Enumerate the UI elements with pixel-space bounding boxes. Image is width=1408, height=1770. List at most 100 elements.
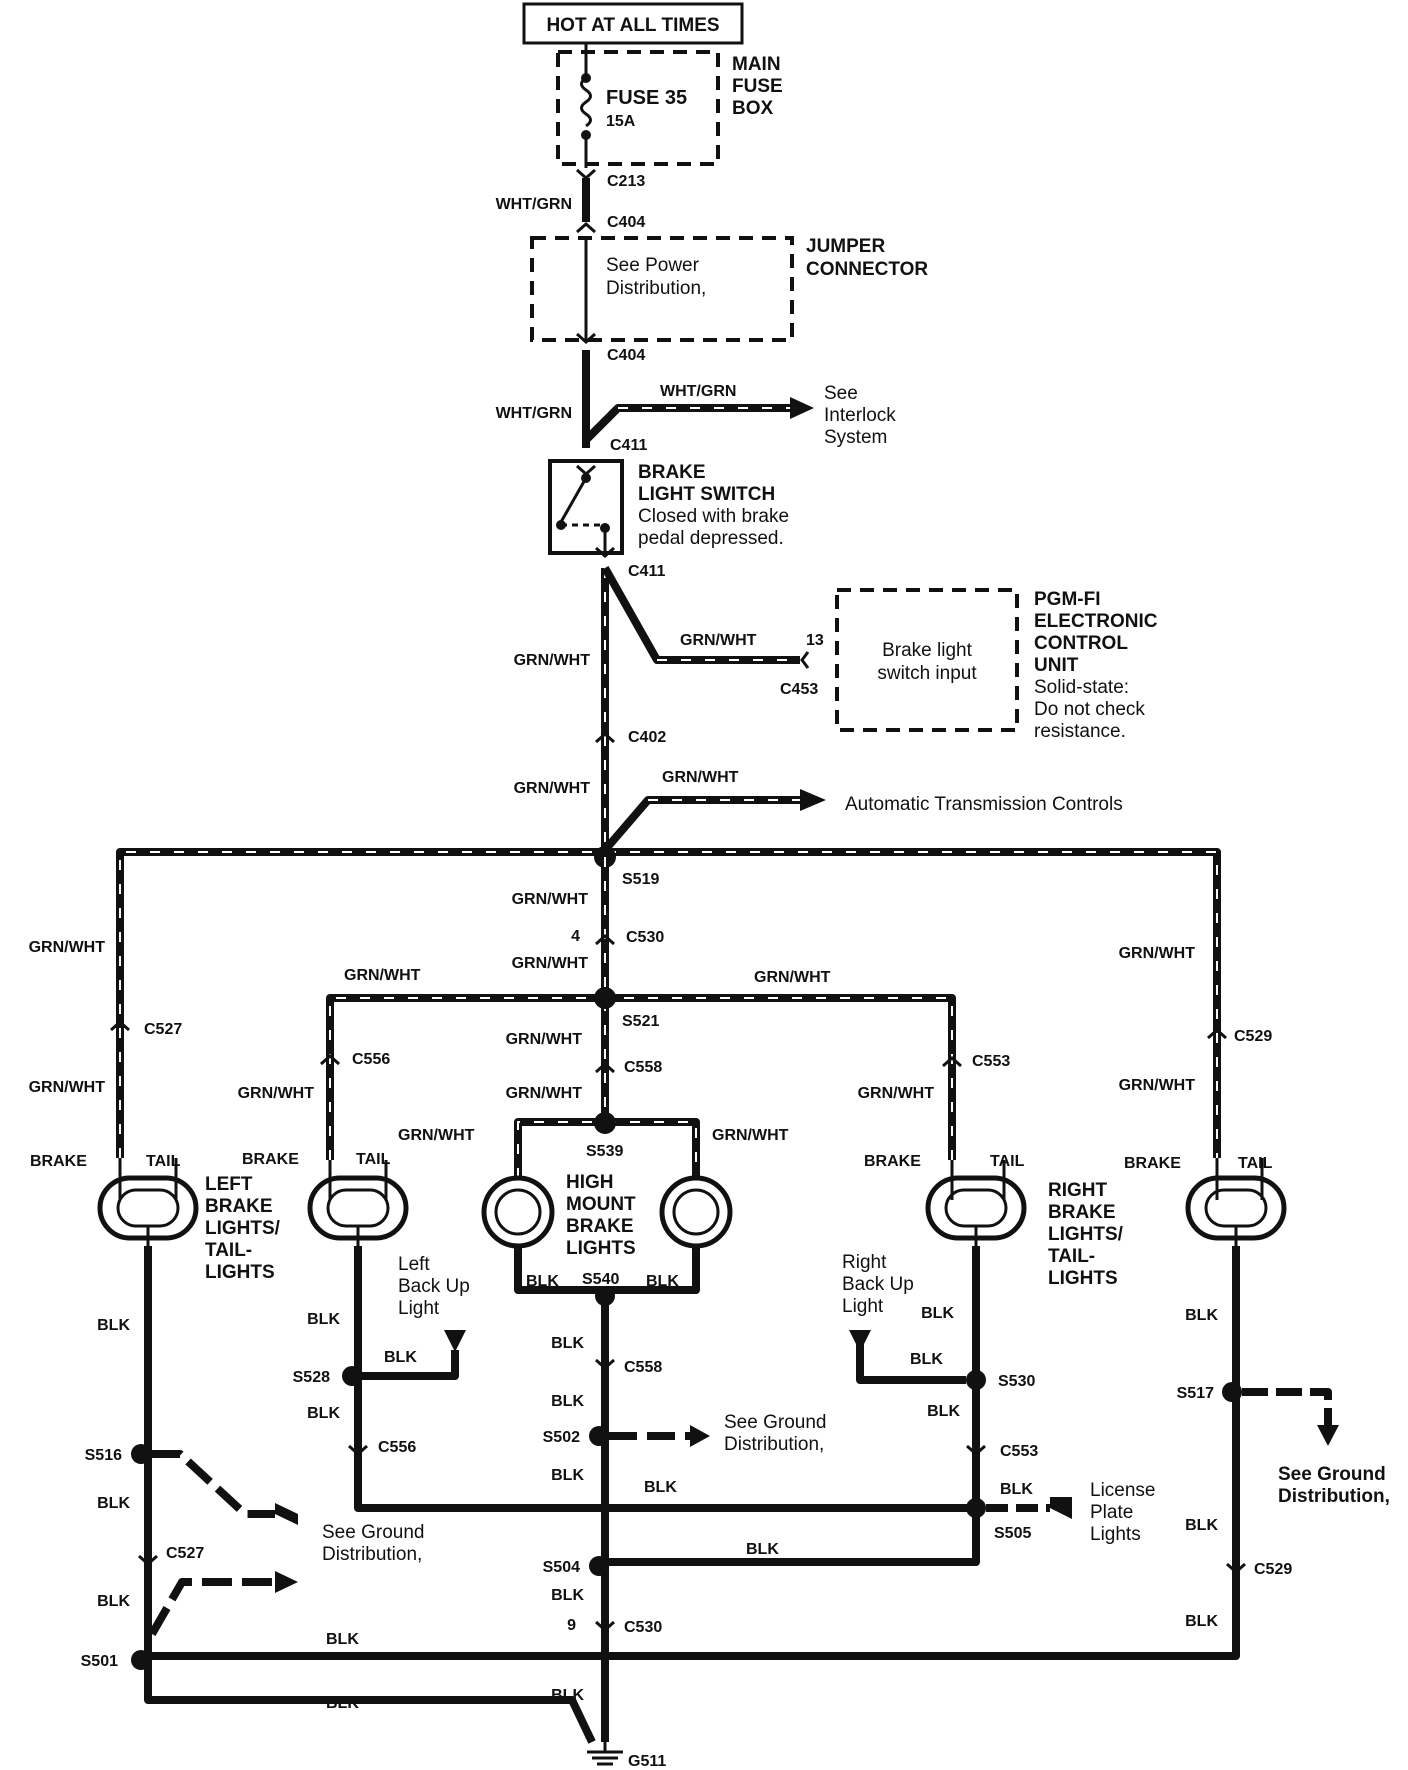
left-backup-1: Left: [398, 1254, 430, 1275]
wire-color-grn-wht-1: GRN/WHT: [514, 652, 591, 669]
s521-label: S521: [622, 1013, 659, 1030]
c527-ground-branch: [148, 1578, 275, 1636]
s517-label: S517: [1177, 1385, 1214, 1402]
ecu-title-2: ELECTRONIC: [1034, 611, 1158, 632]
brake-switch-title-2: LIGHT SWITCH: [638, 484, 775, 505]
c404-top-connector-symbol: [576, 221, 596, 234]
c530-pin-4: 4: [571, 928, 580, 945]
wire-color-grn-wht-4: GRN/WHT: [512, 955, 589, 972]
right-inner-tail-label: TAIL: [990, 1153, 1025, 1170]
hot-at-all-times-label: HOT AT ALL TIMES: [546, 15, 719, 36]
left-lights-title-2: BRAKE: [205, 1196, 273, 1217]
left-lights-title-4: TAIL-: [205, 1240, 252, 1261]
blk-label-ro2: BLK: [1185, 1517, 1218, 1534]
main-fuse-box: [556, 50, 720, 166]
c529-bottom-label: C529: [1254, 1561, 1292, 1578]
s528-label: S528: [293, 1369, 330, 1386]
s530-splice: [966, 1370, 986, 1390]
s517-ground-branch: [1242, 1388, 1332, 1425]
wire-color-wht-grn-1: WHT/GRN: [496, 196, 572, 213]
right-backup-arrow: [849, 1330, 871, 1352]
right-backup-2: Back Up: [842, 1274, 914, 1295]
s519-bus-wire: [116, 848, 1221, 1158]
brake-switch-desc-1: Closed with brake: [638, 506, 789, 527]
ecu-title-3: CONTROL: [1034, 633, 1128, 654]
s502-label: S502: [543, 1429, 580, 1446]
right-lights-title-1: RIGHT: [1048, 1180, 1108, 1201]
brake-switch-title-1: BRAKE: [638, 462, 706, 483]
ground-dist-right-1: See Ground: [1278, 1464, 1386, 1485]
wire-color-grn-wht-s539-left: GRN/WHT: [398, 1127, 475, 1144]
c556-bottom-label: C556: [378, 1439, 416, 1456]
wire-color-grn-wht-ecu: GRN/WHT: [680, 632, 757, 649]
left-outer-tail-label: TAIL: [146, 1153, 181, 1170]
c556-top-label: C556: [352, 1051, 390, 1068]
right-inner-lamp: [925, 1160, 1027, 1246]
fuse-rating: 15A: [606, 113, 636, 130]
c558-bottom-label: C558: [624, 1359, 662, 1376]
ecu-desc-1: Solid-state:: [1034, 677, 1129, 698]
s539-splice: [594, 1112, 616, 1134]
c558-top-label: C558: [624, 1059, 662, 1076]
jumper-connector-box: [530, 236, 794, 342]
blk-label-ri3: BLK: [927, 1403, 960, 1420]
blk-label-c3: BLK: [551, 1467, 584, 1484]
grn-wht-atc-branch: [601, 796, 800, 853]
s501-label: S501: [81, 1653, 118, 1670]
blk-label-ri1: BLK: [921, 1305, 954, 1322]
s516-splice: [131, 1444, 151, 1464]
blk-label-li1: BLK: [307, 1311, 340, 1328]
left-backup-3: Light: [398, 1298, 440, 1319]
blk-label-l4: BLK: [326, 1631, 359, 1648]
c402-connector-symbol: [595, 731, 615, 744]
c404-top-label: C404: [607, 214, 645, 231]
high-mount-title-1: HIGH: [566, 1172, 614, 1193]
s539-label: S539: [586, 1143, 623, 1160]
right-backup-3: Light: [842, 1296, 884, 1317]
jumper-note-1: See Power: [606, 255, 700, 276]
blk-label-l5: BLK: [326, 1695, 359, 1712]
blk-left-to-g511: [144, 1656, 596, 1744]
s540-splice: [595, 1286, 615, 1306]
blk-label-ri5: BLK: [746, 1541, 779, 1558]
blk-label-l1: BLK: [97, 1317, 130, 1334]
c527-bottom-label: C527: [166, 1545, 204, 1562]
high-mount-left-lamp: [481, 1175, 555, 1249]
left-inner-brake-label: BRAKE: [242, 1151, 299, 1168]
s516-ground-branch: [151, 1450, 275, 1518]
left-lights-title-5: LIGHTS: [205, 1262, 275, 1283]
c213-label: C213: [607, 173, 645, 190]
c411-bottom-label: C411: [628, 563, 665, 580]
blk-label-c1: BLK: [551, 1335, 584, 1352]
left-lights-title-3: LIGHTS/: [205, 1218, 281, 1239]
wire-color-grn-wht-2: GRN/WHT: [514, 780, 591, 797]
wire-color-grn-wht-s539-right: GRN/WHT: [712, 1127, 789, 1144]
blk-label-ri4: BLK: [1000, 1481, 1033, 1498]
wire-color-grn-wht-s521-left: GRN/WHT: [344, 967, 421, 984]
blk-label-l3: BLK: [97, 1593, 130, 1610]
s504-splice: [589, 1556, 609, 1576]
interlock-note-1: See: [824, 383, 858, 404]
blk-label-c4: BLK: [644, 1479, 677, 1496]
ground-dist-left-2: Distribution,: [322, 1544, 422, 1565]
g511-ground-symbol: [587, 1742, 623, 1766]
fuse-name: FUSE 35: [606, 87, 687, 109]
right-lights-title-2: BRAKE: [1048, 1202, 1116, 1223]
wire-color-grn-wht-3: GRN/WHT: [512, 891, 589, 908]
switch-blade: [559, 477, 588, 523]
s504-label: S504: [543, 1559, 580, 1576]
blk-label-li3: BLK: [307, 1405, 340, 1422]
blk-label-c6: BLK: [551, 1687, 584, 1704]
ecu-desc-3: resistance.: [1034, 721, 1126, 742]
g511-label: G511: [628, 1753, 666, 1770]
c213-connector-symbol: [576, 168, 596, 181]
blk-right-inner-wire: [605, 1246, 980, 1566]
blk-label-c5: BLK: [551, 1587, 584, 1604]
c529-top-label: C529: [1234, 1028, 1272, 1045]
blk-left-inner-wire: [354, 1246, 605, 1512]
s505-splice: [966, 1498, 986, 1518]
interlock-note-3: System: [824, 427, 887, 448]
blk-label-ro3: BLK: [1185, 1613, 1218, 1630]
wire-color-grn-wht-left-1: GRN/WHT: [29, 939, 106, 956]
ecu-box-line-2: switch input: [877, 663, 977, 684]
